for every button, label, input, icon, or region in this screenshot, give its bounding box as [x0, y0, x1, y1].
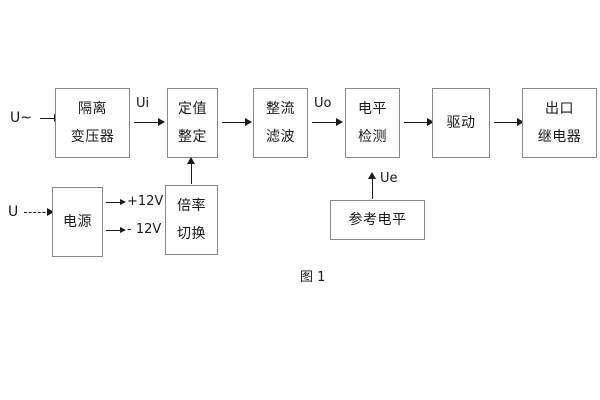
rail-negative-label: - 12V — [127, 222, 162, 237]
connector-transformer-to-setting — [134, 122, 160, 123]
arrowhead-transformer-to-setting — [158, 117, 165, 126]
arrowhead-rail-negative — [120, 226, 126, 233]
input-signal-dc-label: U — [8, 204, 19, 220]
signal-ui-label: Ui — [136, 96, 150, 111]
rail-positive-label: +12V — [127, 194, 164, 209]
signal-ue-label: Ue — [380, 171, 398, 186]
connector-drive-to-relay — [494, 122, 520, 123]
connector-input-ac — [40, 118, 56, 119]
block-level-detection-line-2: 检测 — [358, 128, 387, 145]
arrowhead-input-dc — [47, 207, 54, 216]
block-level-detection-line-1: 电平 — [358, 100, 387, 117]
block-setting-value-line-1: 定值 — [178, 100, 207, 117]
block-drive: 驱动 — [432, 88, 490, 158]
block-power-supply-line-1: 电源 — [63, 213, 92, 230]
arrowhead-multiplier-to-setting — [186, 157, 195, 164]
arrowhead-rectify-to-level — [336, 117, 343, 126]
connector-reference-to-level — [372, 177, 373, 199]
connector-rail-negative — [106, 230, 123, 231]
connector-input-dc — [24, 212, 50, 213]
block-multiplier-switch-line-1: 倍率 — [177, 197, 206, 214]
block-output-relay-line-1: 出口 — [545, 100, 574, 117]
block-reference-level-line-1: 参考电平 — [348, 211, 407, 228]
input-signal-ac-label: U~ — [10, 110, 32, 126]
block-output-relay-line-2: 继电器 — [537, 128, 582, 145]
connector-rail-positive — [106, 202, 123, 203]
block-isolation-transformer-line-2: 变压器 — [70, 128, 115, 145]
arrowhead-setting-to-rectify — [245, 117, 252, 126]
block-isolation-transformer-line-1: 隔离 — [78, 100, 107, 117]
arrowhead-reference-to-level — [367, 172, 376, 179]
figure-caption: 图 1 — [300, 270, 326, 285]
block-power-supply: 电源 — [52, 187, 103, 257]
arrowhead-level-to-drive — [427, 117, 434, 126]
arrowhead-rail-positive — [120, 198, 126, 205]
block-level-detection: 电平 检测 — [345, 88, 400, 158]
connector-setting-to-rectify — [222, 122, 248, 123]
block-multiplier-switch-line-2: 切换 — [177, 225, 206, 242]
connector-level-to-drive — [404, 122, 430, 123]
connector-rectify-to-level — [312, 122, 338, 123]
block-rectify-filter-line-1: 整流 — [266, 100, 295, 117]
block-output-relay: 出口 继电器 — [522, 88, 597, 158]
block-setting-value: 定值 整定 — [167, 88, 218, 158]
block-rectify-filter-line-2: 滤波 — [266, 128, 295, 145]
connector-multiplier-to-setting — [191, 162, 192, 184]
block-reference-level: 参考电平 — [330, 200, 425, 240]
block-isolation-transformer: 隔离 变压器 — [55, 88, 130, 158]
block-rectify-filter: 整流 滤波 — [253, 88, 308, 158]
block-setting-value-line-2: 整定 — [178, 128, 207, 145]
block-drive-line-1: 驱动 — [446, 114, 476, 131]
block-multiplier-switch: 倍率 切换 — [165, 185, 218, 255]
signal-uo-label: Uo — [314, 96, 332, 111]
arrowhead-drive-to-relay — [517, 117, 524, 126]
